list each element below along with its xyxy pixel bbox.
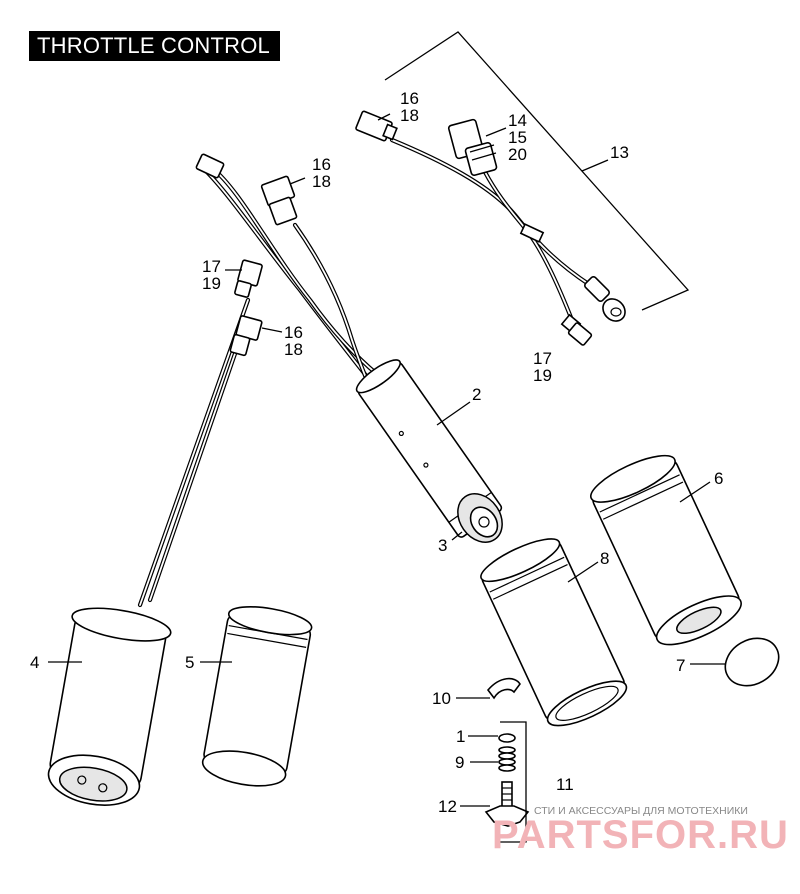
callout-17-left: 17 bbox=[202, 257, 221, 276]
watermark: СТИ И АКСЕССУАРЫ ДЛЯ МОТОТЕХНИКИ PARTSFO… bbox=[492, 805, 789, 857]
callout-10: 10 bbox=[432, 689, 451, 708]
watermark-tagline: СТИ И АКСЕССУАРЫ ДЛЯ МОТОТЕХНИКИ bbox=[534, 805, 748, 817]
callout-14: 14 bbox=[508, 111, 527, 130]
callout-18-top: 18 bbox=[400, 106, 419, 125]
callout-15: 15 bbox=[508, 128, 527, 147]
callout-4: 4 bbox=[30, 653, 39, 672]
callout-9: 9 bbox=[455, 753, 464, 772]
callout-16-middle: 16 bbox=[312, 155, 331, 174]
spring-9 bbox=[498, 746, 516, 772]
leader-lines bbox=[48, 113, 726, 807]
grip-sleeve-6 bbox=[590, 454, 742, 646]
grip-sleeve-8 bbox=[480, 538, 628, 727]
throttle-housing-harness-2 bbox=[195, 153, 503, 543]
callout-11: 11 bbox=[556, 775, 574, 794]
callout-8: 8 bbox=[600, 549, 609, 568]
washer-1 bbox=[498, 733, 516, 743]
callout-19-right: 19 bbox=[533, 366, 552, 385]
callout-16-left: 16 bbox=[284, 323, 303, 342]
callout-1: 1 bbox=[456, 727, 465, 746]
callout-3: 3 bbox=[438, 536, 447, 555]
callout-18-left: 18 bbox=[284, 340, 303, 359]
connector-17-19-left bbox=[234, 259, 263, 298]
wiring-harness-13 bbox=[355, 110, 626, 346]
diagram-title: THROTTLE CONTROL bbox=[29, 31, 280, 61]
callout-16-top: 16 bbox=[400, 89, 419, 108]
connector-14-15-20 bbox=[447, 118, 498, 177]
callout-12: 12 bbox=[438, 797, 457, 816]
callout-18-middle: 18 bbox=[312, 172, 331, 191]
callout-2: 2 bbox=[472, 385, 481, 404]
callout-5: 5 bbox=[185, 653, 194, 672]
callout-7: 7 bbox=[676, 656, 685, 675]
callout-19-left: 19 bbox=[202, 274, 221, 293]
bracket-13 bbox=[384, 31, 690, 311]
connector-16-18-middle bbox=[260, 175, 298, 226]
grip-sleeve-5 bbox=[201, 606, 313, 787]
clip-10 bbox=[486, 677, 521, 700]
hand-grip-assembly-4 bbox=[47, 259, 263, 806]
callout-labels: 2 3 4 5 6 7 8 9 10 1 11 12 13 14 15 20 1… bbox=[30, 89, 723, 816]
callout-20: 20 bbox=[508, 145, 527, 164]
connector-top-left bbox=[195, 153, 225, 179]
callout-13: 13 bbox=[610, 143, 629, 162]
adjuster-knob-12 bbox=[484, 781, 530, 827]
connector-17-19-right bbox=[560, 313, 593, 346]
watermark-logo: PARTSFOR.RU bbox=[492, 813, 789, 857]
connector-16-18-top bbox=[355, 110, 398, 142]
end-cap-7 bbox=[724, 637, 780, 687]
callout-17-right: 17 bbox=[533, 349, 552, 368]
throttle-ring-3 bbox=[457, 493, 503, 543]
adjuster-assembly bbox=[484, 721, 530, 843]
round-connector-right bbox=[584, 276, 626, 322]
callout-6: 6 bbox=[714, 469, 723, 488]
connector-16-18-left bbox=[229, 315, 263, 357]
